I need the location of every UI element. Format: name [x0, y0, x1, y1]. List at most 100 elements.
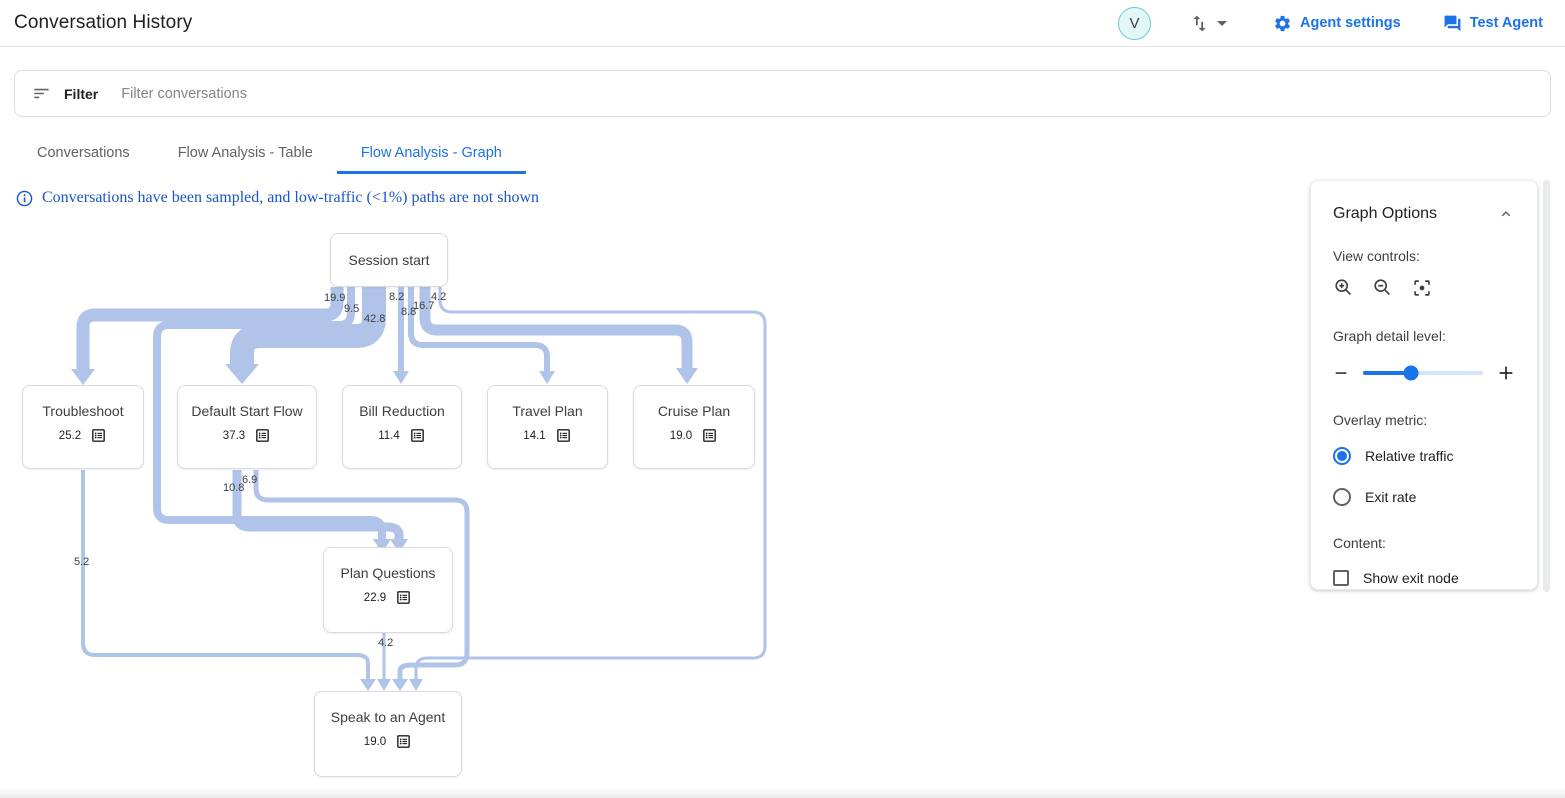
test-agent-button[interactable]: Test Agent	[1443, 14, 1543, 33]
flow-node-plan-questions[interactable]: Plan Questions 22.9	[323, 547, 453, 633]
tab-bar: Conversations Flow Analysis - Table Flow…	[0, 134, 1565, 174]
node-title: Travel Plan	[512, 403, 583, 419]
filter-icon	[32, 84, 51, 103]
edge-label: 19.9	[324, 292, 346, 304]
edge-label: 10.8	[223, 482, 245, 494]
sort-control[interactable]	[1189, 13, 1227, 34]
node-title: Cruise Plan	[657, 403, 731, 419]
flow-node-bill-reduction[interactable]: Bill Reduction 11.4	[342, 385, 462, 469]
agent-settings-button[interactable]: Agent settings	[1273, 14, 1401, 33]
sampling-notice-text: Conversations have been sampled, and low…	[42, 189, 540, 206]
list-alt-icon[interactable]	[555, 427, 572, 444]
bottom-fade	[0, 787, 1565, 798]
node-value: 37.3	[222, 429, 246, 442]
edge-label: 5.2	[74, 556, 90, 568]
content-label: Content:	[1333, 535, 1386, 551]
radio-label: Exit rate	[1365, 489, 1417, 505]
top-bar-actions: V Agent settings Test Agent	[1117, 6, 1543, 40]
filter-label: Filter	[64, 85, 99, 102]
node-value: 19.0	[669, 429, 693, 442]
node-title: Speak to an Agent	[330, 709, 446, 725]
radio-icon	[1333, 488, 1351, 506]
edge-label: 4.2	[431, 291, 447, 303]
collapse-panel-button[interactable]	[1497, 205, 1515, 223]
node-value: 14.1	[523, 429, 546, 442]
radio-relative-traffic[interactable]: Relative traffic	[1333, 447, 1515, 465]
node-value: 25.2	[58, 429, 82, 442]
agent-settings-label: Agent settings	[1299, 15, 1401, 31]
edge-session-cruise	[419, 287, 693, 368]
edge-session-troubleshoot	[76, 287, 344, 369]
zoom-out-icon[interactable]	[1372, 277, 1394, 299]
top-bar: Conversation History V Agent settings Te…	[0, 0, 1565, 47]
flow-node-default-start-flow[interactable]: Default Start Flow 37.3	[177, 385, 317, 469]
view-controls-label: View controls:	[1333, 248, 1420, 264]
list-alt-icon[interactable]	[395, 733, 412, 750]
edge-session-travel	[408, 287, 550, 371]
edge-label: 8.2	[389, 291, 405, 303]
graph-options-title: Graph Options	[1333, 205, 1438, 222]
info-icon	[16, 190, 33, 207]
list-alt-icon[interactable]	[701, 427, 718, 444]
edge-label: 4.2	[378, 637, 394, 649]
filter-bar[interactable]: Filter Filter conversations	[14, 70, 1551, 117]
detail-slider-fill	[1363, 371, 1411, 375]
node-title: Troubleshoot	[42, 403, 124, 419]
graph-detail-label: Graph detail level:	[1333, 328, 1446, 344]
graph-options-panel: Graph Options View controls: Graph detai…	[1310, 180, 1538, 590]
checkbox-label: Show exit node	[1363, 570, 1459, 586]
overlay-metric-label: Overlay metric:	[1333, 412, 1428, 428]
chat-icon	[1443, 14, 1462, 33]
edge-troubleshoot-speak	[81, 470, 370, 679]
node-title: Default Start Flow	[191, 403, 303, 419]
tab-flow-analysis-table[interactable]: Flow Analysis - Table	[177, 145, 313, 161]
node-value: 19.0	[363, 735, 387, 748]
import-export-icon	[1189, 13, 1210, 34]
edge-label: 42.8	[364, 313, 386, 325]
flow-node-travel-plan[interactable]: Travel Plan 14.1	[487, 385, 608, 469]
avatar[interactable]: V	[1117, 6, 1151, 40]
radio-icon	[1333, 447, 1351, 465]
detail-decrease-button[interactable]	[1333, 365, 1349, 381]
filter-input-placeholder[interactable]: Filter conversations	[121, 85, 247, 102]
test-agent-label: Test Agent	[1469, 15, 1543, 31]
edge-session-speak	[414, 287, 767, 679]
detail-slider[interactable]	[1363, 365, 1483, 381]
edge-session-default	[230, 287, 386, 364]
flow-arrowheads	[71, 364, 698, 691]
list-alt-icon[interactable]	[409, 427, 426, 444]
node-value: 22.9	[363, 591, 387, 604]
radio-exit-rate[interactable]: Exit rate	[1333, 488, 1515, 506]
flow-node-session-start[interactable]: Session start	[330, 233, 448, 287]
page-title: Conversation History	[14, 12, 193, 33]
list-alt-icon[interactable]	[254, 427, 271, 444]
list-alt-icon[interactable]	[395, 589, 412, 606]
sampling-notice: Conversations have been sampled, and low…	[16, 189, 1565, 207]
node-value: 11.4	[378, 429, 400, 442]
node-title: Plan Questions	[340, 565, 436, 581]
caret-down-icon	[1216, 20, 1227, 26]
edge-label: 8.8	[401, 306, 417, 318]
radio-label: Relative traffic	[1365, 448, 1454, 464]
show-exit-node-checkbox-row[interactable]: Show exit node	[1333, 570, 1515, 586]
flow-edges-layer	[71, 287, 767, 691]
list-alt-icon[interactable]	[90, 427, 107, 444]
flow-node-cruise-plan[interactable]: Cruise Plan 19.0	[633, 385, 755, 469]
avatar-letter: V	[1129, 14, 1140, 32]
detail-increase-button[interactable]	[1497, 364, 1515, 382]
tab-flow-analysis-graph[interactable]: Flow Analysis - Graph	[336, 134, 526, 174]
edge-label: 16.7	[413, 300, 435, 312]
edge-session-planquestions	[153, 287, 386, 539]
edge-label: 6.9	[242, 474, 258, 486]
flow-node-speak-to-an-agent[interactable]: Speak to an Agent 19.0	[314, 691, 462, 777]
detail-slider-thumb[interactable]	[1403, 365, 1419, 381]
edge-default-planquestions	[232, 470, 404, 539]
center-focus-icon[interactable]	[1411, 277, 1433, 299]
panel-scrollbar[interactable]	[1543, 180, 1550, 592]
zoom-in-icon[interactable]	[1333, 277, 1355, 299]
flow-graph: 19.9 9.5 42.8 8.2 8.8 16.7 4.2 10.8 6.9 …	[22, 233, 767, 777]
node-title: Session start	[348, 252, 430, 268]
checkbox-icon	[1333, 570, 1349, 586]
flow-node-troubleshoot[interactable]: Troubleshoot 25.2	[22, 385, 144, 469]
tab-conversations[interactable]: Conversations	[37, 145, 130, 161]
